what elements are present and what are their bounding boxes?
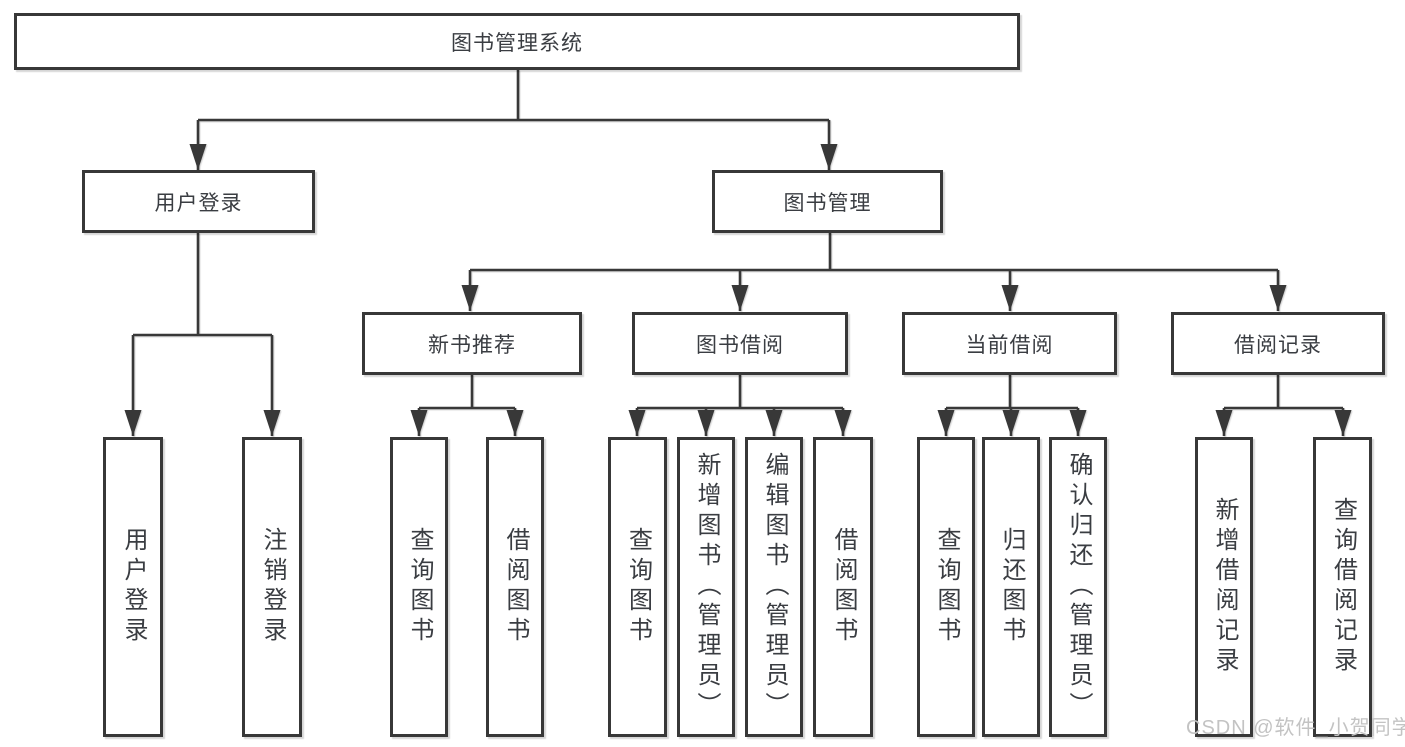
node-book-borrowing: 图书借阅 [632,312,848,375]
node-book-management: 图书管理 [712,170,943,233]
leaf-edit-book-admin: 编辑图书（管理员） [745,437,803,737]
leaf-query-borrow-record: 查询借阅记录 [1313,437,1372,737]
node-library-system: 图书管理系统 [14,13,1020,70]
leaf-return-book: 归还图书 [982,437,1040,737]
node-user-login: 用户登录 [82,170,315,233]
watermark-text: CSDN @软件_小贺同学 [1186,717,1405,739]
leaf-query-books-current: 查询图书 [917,437,975,737]
leaf-logout: 注销登录 [242,437,302,737]
node-borrowing-records: 借阅记录 [1171,312,1385,375]
node-new-book-recommend: 新书推荐 [362,312,582,375]
leaf-add-borrow-record: 新增借阅记录 [1195,437,1253,737]
leaf-query-books-borrowing: 查询图书 [608,437,667,737]
leaf-borrow-books: 借阅图书 [813,437,873,737]
connector-trunks [133,70,1343,410]
node-current-borrowing: 当前借阅 [902,312,1117,375]
leaf-confirm-return-admin: 确认归还（管理员） [1049,437,1107,737]
leaf-query-books-recommend: 查询图书 [390,437,448,737]
leaf-borrow-books-recommend: 借阅图书 [486,437,544,737]
leaf-add-book-admin: 新增图书（管理员） [677,437,735,737]
leaf-user-login: 用户登录 [103,437,163,737]
